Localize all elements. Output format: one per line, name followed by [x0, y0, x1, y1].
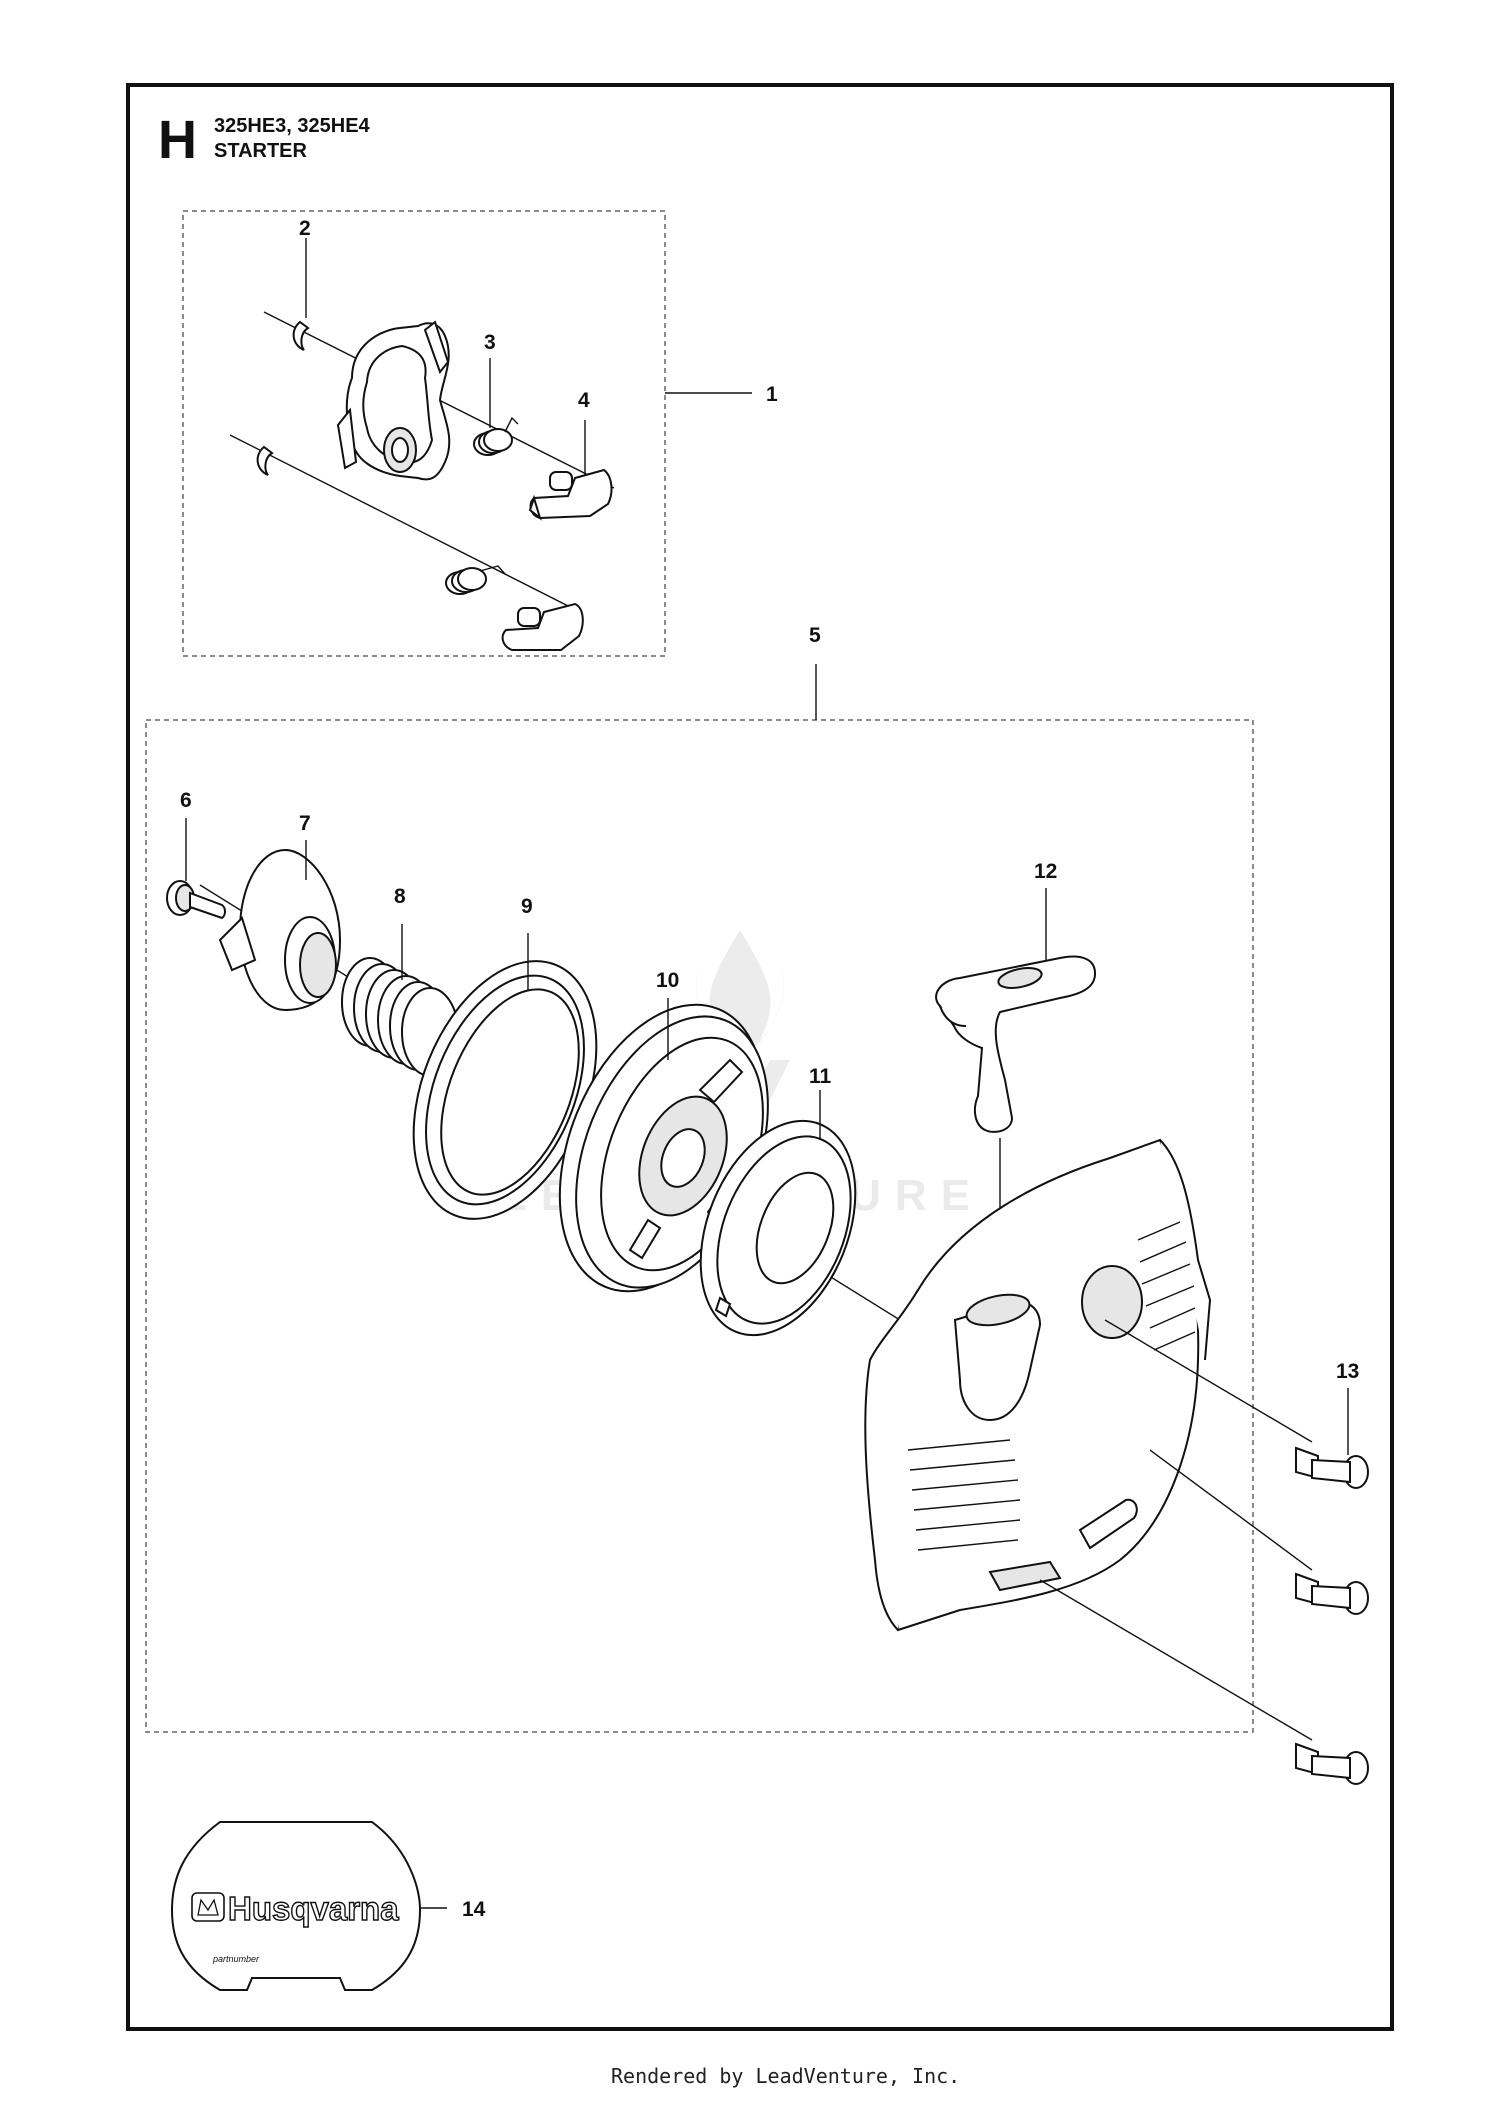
- part-1-pawl-carrier: [336, 320, 451, 481]
- callout-6: 6: [180, 789, 192, 812]
- diagram-frame: [126, 83, 1394, 2031]
- part-9-ring: [412, 960, 598, 1220]
- part-6-center-screw: [166, 880, 226, 920]
- assembly-box-5: [145, 719, 1254, 1733]
- footer-credit: Rendered by LeadVenture, Inc.: [611, 2064, 960, 2088]
- decal-small-text: partnumber: [212, 1954, 260, 1964]
- part-7-pulley-hub: [218, 849, 342, 1011]
- model-numbers: 325HE3, 325HE4: [214, 115, 371, 137]
- part-8-spring: [341, 957, 459, 1077]
- callout-13: 13: [1336, 1360, 1359, 1383]
- callout-9: 9: [521, 895, 533, 918]
- part-11-spring-cassette: [699, 1119, 857, 1337]
- part-13-screw: [1295, 1446, 1369, 1785]
- callout-2: 2: [299, 217, 311, 240]
- part-3-pawl-spring: [445, 416, 519, 595]
- decal-brand-text: Husqvarna: [228, 1890, 399, 1927]
- callout-5: 5: [809, 624, 821, 647]
- callout-3: 3: [484, 331, 496, 354]
- part-2-circlip: [256, 320, 310, 476]
- callout-labels: 1 2 3 4 5 6 7 8 9 10 11 12 13 14: [180, 217, 1359, 1921]
- callout-8: 8: [394, 885, 406, 908]
- callout-11: 11: [809, 1065, 832, 1088]
- part-12-starter-handle: [935, 955, 1097, 1133]
- callout-1: 1: [766, 383, 778, 406]
- callout-12: 12: [1034, 860, 1057, 883]
- section-title: STARTER: [214, 140, 308, 162]
- crown-logo-icon: [191, 1892, 225, 1922]
- callout-14: 14: [462, 1898, 486, 1921]
- part-14-decal: Husqvarna partnumber: [170, 1821, 422, 1991]
- callout-4: 4: [578, 389, 590, 412]
- section-letter: H: [158, 110, 197, 170]
- callout-7: 7: [299, 812, 311, 835]
- callout-10: 10: [656, 969, 679, 992]
- assembly-box-1: [182, 210, 666, 657]
- part-5-starter-housing: [864, 1138, 1212, 1632]
- part-4-pawl: [501, 468, 613, 651]
